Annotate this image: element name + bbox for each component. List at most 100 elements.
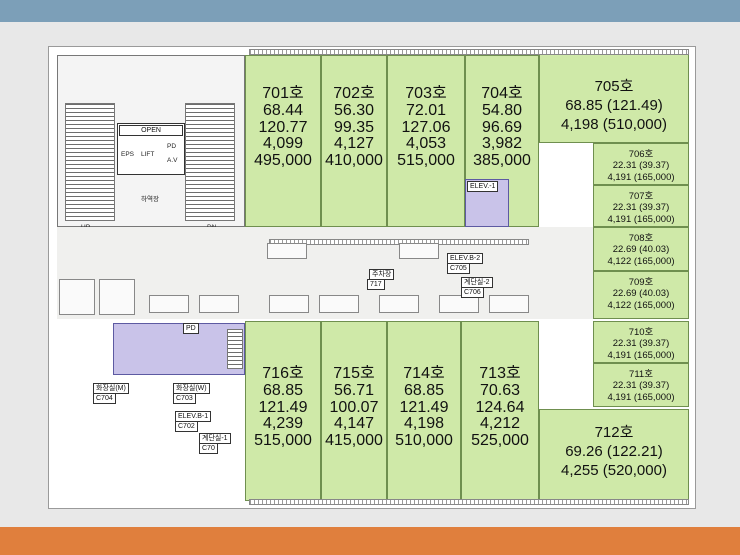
unit-703[interactable]: 703호 72.01 127.06 4,053 515,000 — [387, 55, 465, 227]
right-stair-flight — [185, 103, 235, 221]
unit-712[interactable]: 712호 69.26 (122.21) 4,255 (520,000) — [539, 409, 689, 501]
unit-717-label: 717 — [367, 279, 385, 290]
parking-lot — [269, 295, 309, 313]
unit-713[interactable]: 713호 70.63 124.64 4,212 525,000 — [461, 321, 539, 501]
unit-714-price2: 510,000 — [395, 432, 453, 450]
unit-704-price1: 3,982 — [481, 135, 523, 153]
unit-715[interactable]: 715호 56.71 100.07 4,147 415,000 — [321, 321, 387, 501]
window-row-top — [249, 49, 689, 55]
unit-709-price: 4,122 (165,000) — [607, 299, 675, 311]
core-stair — [227, 329, 243, 369]
unit-704-price2: 385,000 — [473, 152, 531, 170]
unit-708-area: 22.69 (40.03) — [612, 244, 670, 256]
unit-716-price2: 515,000 — [254, 432, 312, 450]
unit-703-price1: 4,053 — [405, 135, 447, 153]
unit-709[interactable]: 709호 22.69 (40.03) 4,122 (165,000) — [593, 271, 689, 319]
parking-lot — [379, 295, 419, 313]
unit-701-price1: 4,099 — [262, 135, 304, 153]
restroom-core — [113, 323, 245, 375]
unit-702[interactable]: 702호 56.30 99.35 4,127 410,000 — [321, 55, 387, 227]
c704-label: C704 — [93, 393, 116, 404]
bottom-banner — [0, 527, 740, 555]
unit-715-price1: 4,147 — [333, 415, 375, 433]
c705-label: C705 — [447, 263, 470, 274]
unit-711-price: 4,191 (165,000) — [607, 391, 675, 403]
unit-715-area2: 100.07 — [329, 398, 379, 416]
parking-lot — [489, 295, 529, 313]
unit-711[interactable]: 711호 22.31 (39.37) 4,191 (165,000) — [593, 363, 689, 407]
open-label: OPEN — [119, 125, 183, 136]
unit-705-name: 705호 — [594, 78, 634, 95]
parking-lot — [149, 295, 189, 313]
unit-703-area2: 127.06 — [401, 118, 451, 136]
c702-label: C702 — [175, 421, 198, 432]
unit-713-price2: 525,000 — [471, 432, 529, 450]
parking-lot — [319, 295, 359, 313]
parking-lot — [399, 243, 439, 259]
unit-706-area: 22.31 (39.37) — [612, 160, 670, 172]
unit-704-area2: 96.69 — [481, 118, 523, 136]
unit-705-price: 4,198 (510,000) — [561, 115, 667, 133]
unit-713-name: 713호 — [479, 365, 521, 382]
av-label: A.V — [167, 157, 178, 164]
unit-701-area2: 120.77 — [258, 118, 308, 136]
unit-703-area1: 72.01 — [405, 101, 447, 119]
window-row-bottom — [249, 499, 689, 505]
left-stair-flight — [65, 103, 115, 221]
unit-710[interactable]: 710호 22.31 (39.37) 4,191 (165,000) — [593, 321, 689, 363]
unit-713-area1: 70.63 — [479, 381, 521, 399]
unit-714-name: 714호 — [403, 365, 445, 382]
unit-715-area1: 56.71 — [333, 381, 375, 399]
unit-701[interactable]: 701호 68.44 120.77 4,099 495,000 — [245, 55, 321, 227]
unit-708-price: 4,122 (165,000) — [607, 255, 675, 267]
unit-704-area1: 54.80 — [481, 101, 523, 119]
unit-703-price2: 515,000 — [397, 152, 455, 170]
unit-703-name: 703호 — [405, 85, 447, 102]
unit-708-name: 708호 — [628, 233, 654, 244]
unit-709-area: 22.69 (40.03) — [612, 288, 670, 300]
unit-710-price: 4,191 (165,000) — [607, 349, 675, 361]
unit-707[interactable]: 707호 22.31 (39.37) 4,191 (165,000) — [593, 185, 689, 227]
unit-715-name: 715호 — [333, 365, 375, 382]
unit-716-area2: 121.49 — [258, 398, 308, 416]
unit-710-name: 710호 — [628, 327, 654, 338]
unit-714[interactable]: 714호 68.85 121.49 4,198 510,000 — [387, 321, 461, 501]
void-label: 하역장 — [141, 196, 159, 203]
unit-716-name: 716호 — [262, 365, 304, 382]
top-banner — [0, 0, 740, 22]
unit-711-area: 22.31 (39.37) — [612, 380, 670, 392]
unit-705-area: 68.85 (121.49) — [565, 96, 663, 114]
parking-lot — [59, 279, 95, 315]
unit-714-area1: 68.85 — [403, 381, 445, 399]
unit-715-price2: 415,000 — [325, 432, 383, 450]
unit-702-area2: 99.35 — [333, 118, 375, 136]
unit-714-area2: 121.49 — [399, 398, 449, 416]
eps-label: EPS — [121, 151, 135, 158]
unit-702-name: 702호 — [333, 85, 375, 102]
unit-702-price1: 4,127 — [333, 135, 375, 153]
unit-707-area: 22.31 (39.37) — [612, 202, 670, 214]
unit-708[interactable]: 708호 22.69 (40.03) 4,122 (165,000) — [593, 227, 689, 271]
pd-label: PD — [167, 143, 177, 150]
unit-706[interactable]: 706호 22.31 (39.37) 4,191 (165,000) — [593, 143, 689, 185]
unit-706-price: 4,191 (165,000) — [607, 171, 675, 183]
unit-716-price1: 4,239 — [262, 415, 304, 433]
elev-top-label: ELEV.-1 — [467, 181, 499, 192]
parking-lot — [439, 295, 479, 313]
unit-701-name: 701호 — [262, 85, 304, 102]
unit-707-name: 707호 — [628, 191, 654, 202]
parking-lot — [99, 279, 135, 315]
unit-711-name: 711호 — [629, 369, 653, 380]
unit-712-name: 712호 — [594, 424, 634, 441]
unit-713-area2: 124.64 — [475, 398, 525, 416]
unit-705[interactable]: 705호 68.85 (121.49) 4,198 (510,000) — [539, 51, 689, 143]
floor-plan: OPEN EPS LIFT PD A.V 하역장 UP DN 주차장 717 E… — [48, 46, 696, 509]
unit-701-price2: 495,000 — [254, 152, 312, 170]
parking-lot — [199, 295, 239, 313]
unit-702-area1: 56.30 — [333, 101, 375, 119]
unit-704-name: 704호 — [481, 85, 523, 102]
lift-label: LIFT — [141, 151, 155, 158]
c706-label: C706 — [461, 287, 484, 298]
unit-716[interactable]: 716호 68.85 121.49 4,239 515,000 — [245, 321, 321, 501]
unit-714-price1: 4,198 — [403, 415, 445, 433]
